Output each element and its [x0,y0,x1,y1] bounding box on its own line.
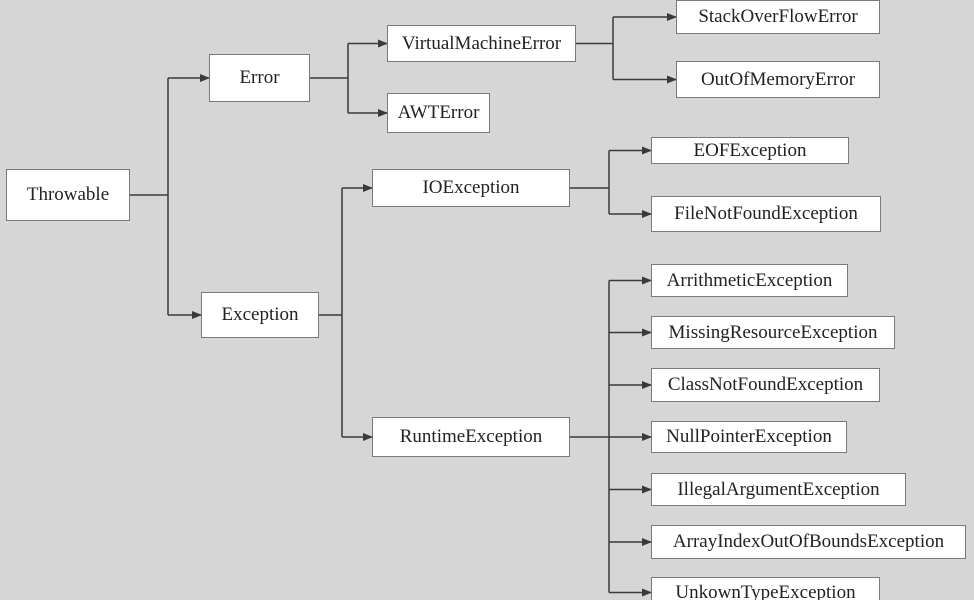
node-class-not-found-exception: ClassNotFoundException [651,368,880,402]
node-file-not-found-exception: FileNotFoundException [651,196,881,232]
node-null-pointer-exception: NullPointerException [651,421,847,453]
node-missing-resource-exception: MissingResourceException [651,316,895,349]
node-stack-overflow-error: StackOverFlowError [676,0,880,34]
node-virtual-machine-error: VirtualMachineError [387,25,576,62]
node-eof-exception: EOFException [651,137,849,164]
bottom-strip [0,600,974,611]
node-io-exception: IOException [372,169,570,207]
node-error: Error [209,54,310,102]
node-illegal-argument-exception: IllegalArgumentException [651,473,906,506]
node-arithmetic-exception: ArrithmeticException [651,264,848,297]
node-runtime-exception: RuntimeException [372,417,570,457]
node-exception: Exception [201,292,319,338]
node-throwable: Throwable [6,169,130,221]
node-array-index-out-of-bounds-exception: ArrayIndexOutOfBoundsException [651,525,966,559]
node-awt-error: AWTError [387,93,490,133]
node-out-of-memory-error: OutOfMemoryError [676,61,880,98]
